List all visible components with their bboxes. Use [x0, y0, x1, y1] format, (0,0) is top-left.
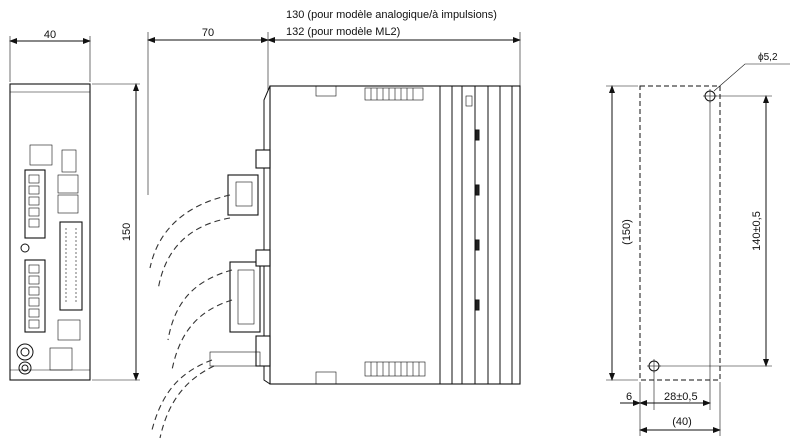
front-width-label: 40: [44, 29, 56, 41]
mount-width-label: (40): [672, 416, 692, 428]
depth-ml2-label: 132 (pour modèle ML2): [286, 26, 400, 38]
dashed-cables: [149, 194, 233, 439]
depth-analog-label: 130 (pour modèle analogique/à impulsions…: [286, 9, 497, 21]
front-view: 40: [9, 29, 140, 381]
side-connectors: [209, 149, 271, 367]
hole-spacing-label: 28±0,5: [664, 391, 698, 403]
front-height-label: 150: [121, 223, 133, 241]
side-depth-label: 70: [202, 27, 214, 39]
side-view: 70 130 (pour modèle analogique/à impulsi…: [147, 9, 521, 439]
top-vent: [364, 87, 424, 101]
mount-height-label: (150): [621, 219, 633, 245]
mounting-view: ϕ5,2 (150) 140±0,5 6 28±0,5 (40): [606, 52, 790, 436]
bottom-vent: [364, 361, 426, 377]
edge-offset-label: 6: [626, 391, 632, 403]
hole-pitch-label: 140±0,5: [751, 211, 763, 251]
hole-diameter-label: ϕ5,2: [758, 52, 778, 63]
heat-sink: [439, 86, 513, 384]
